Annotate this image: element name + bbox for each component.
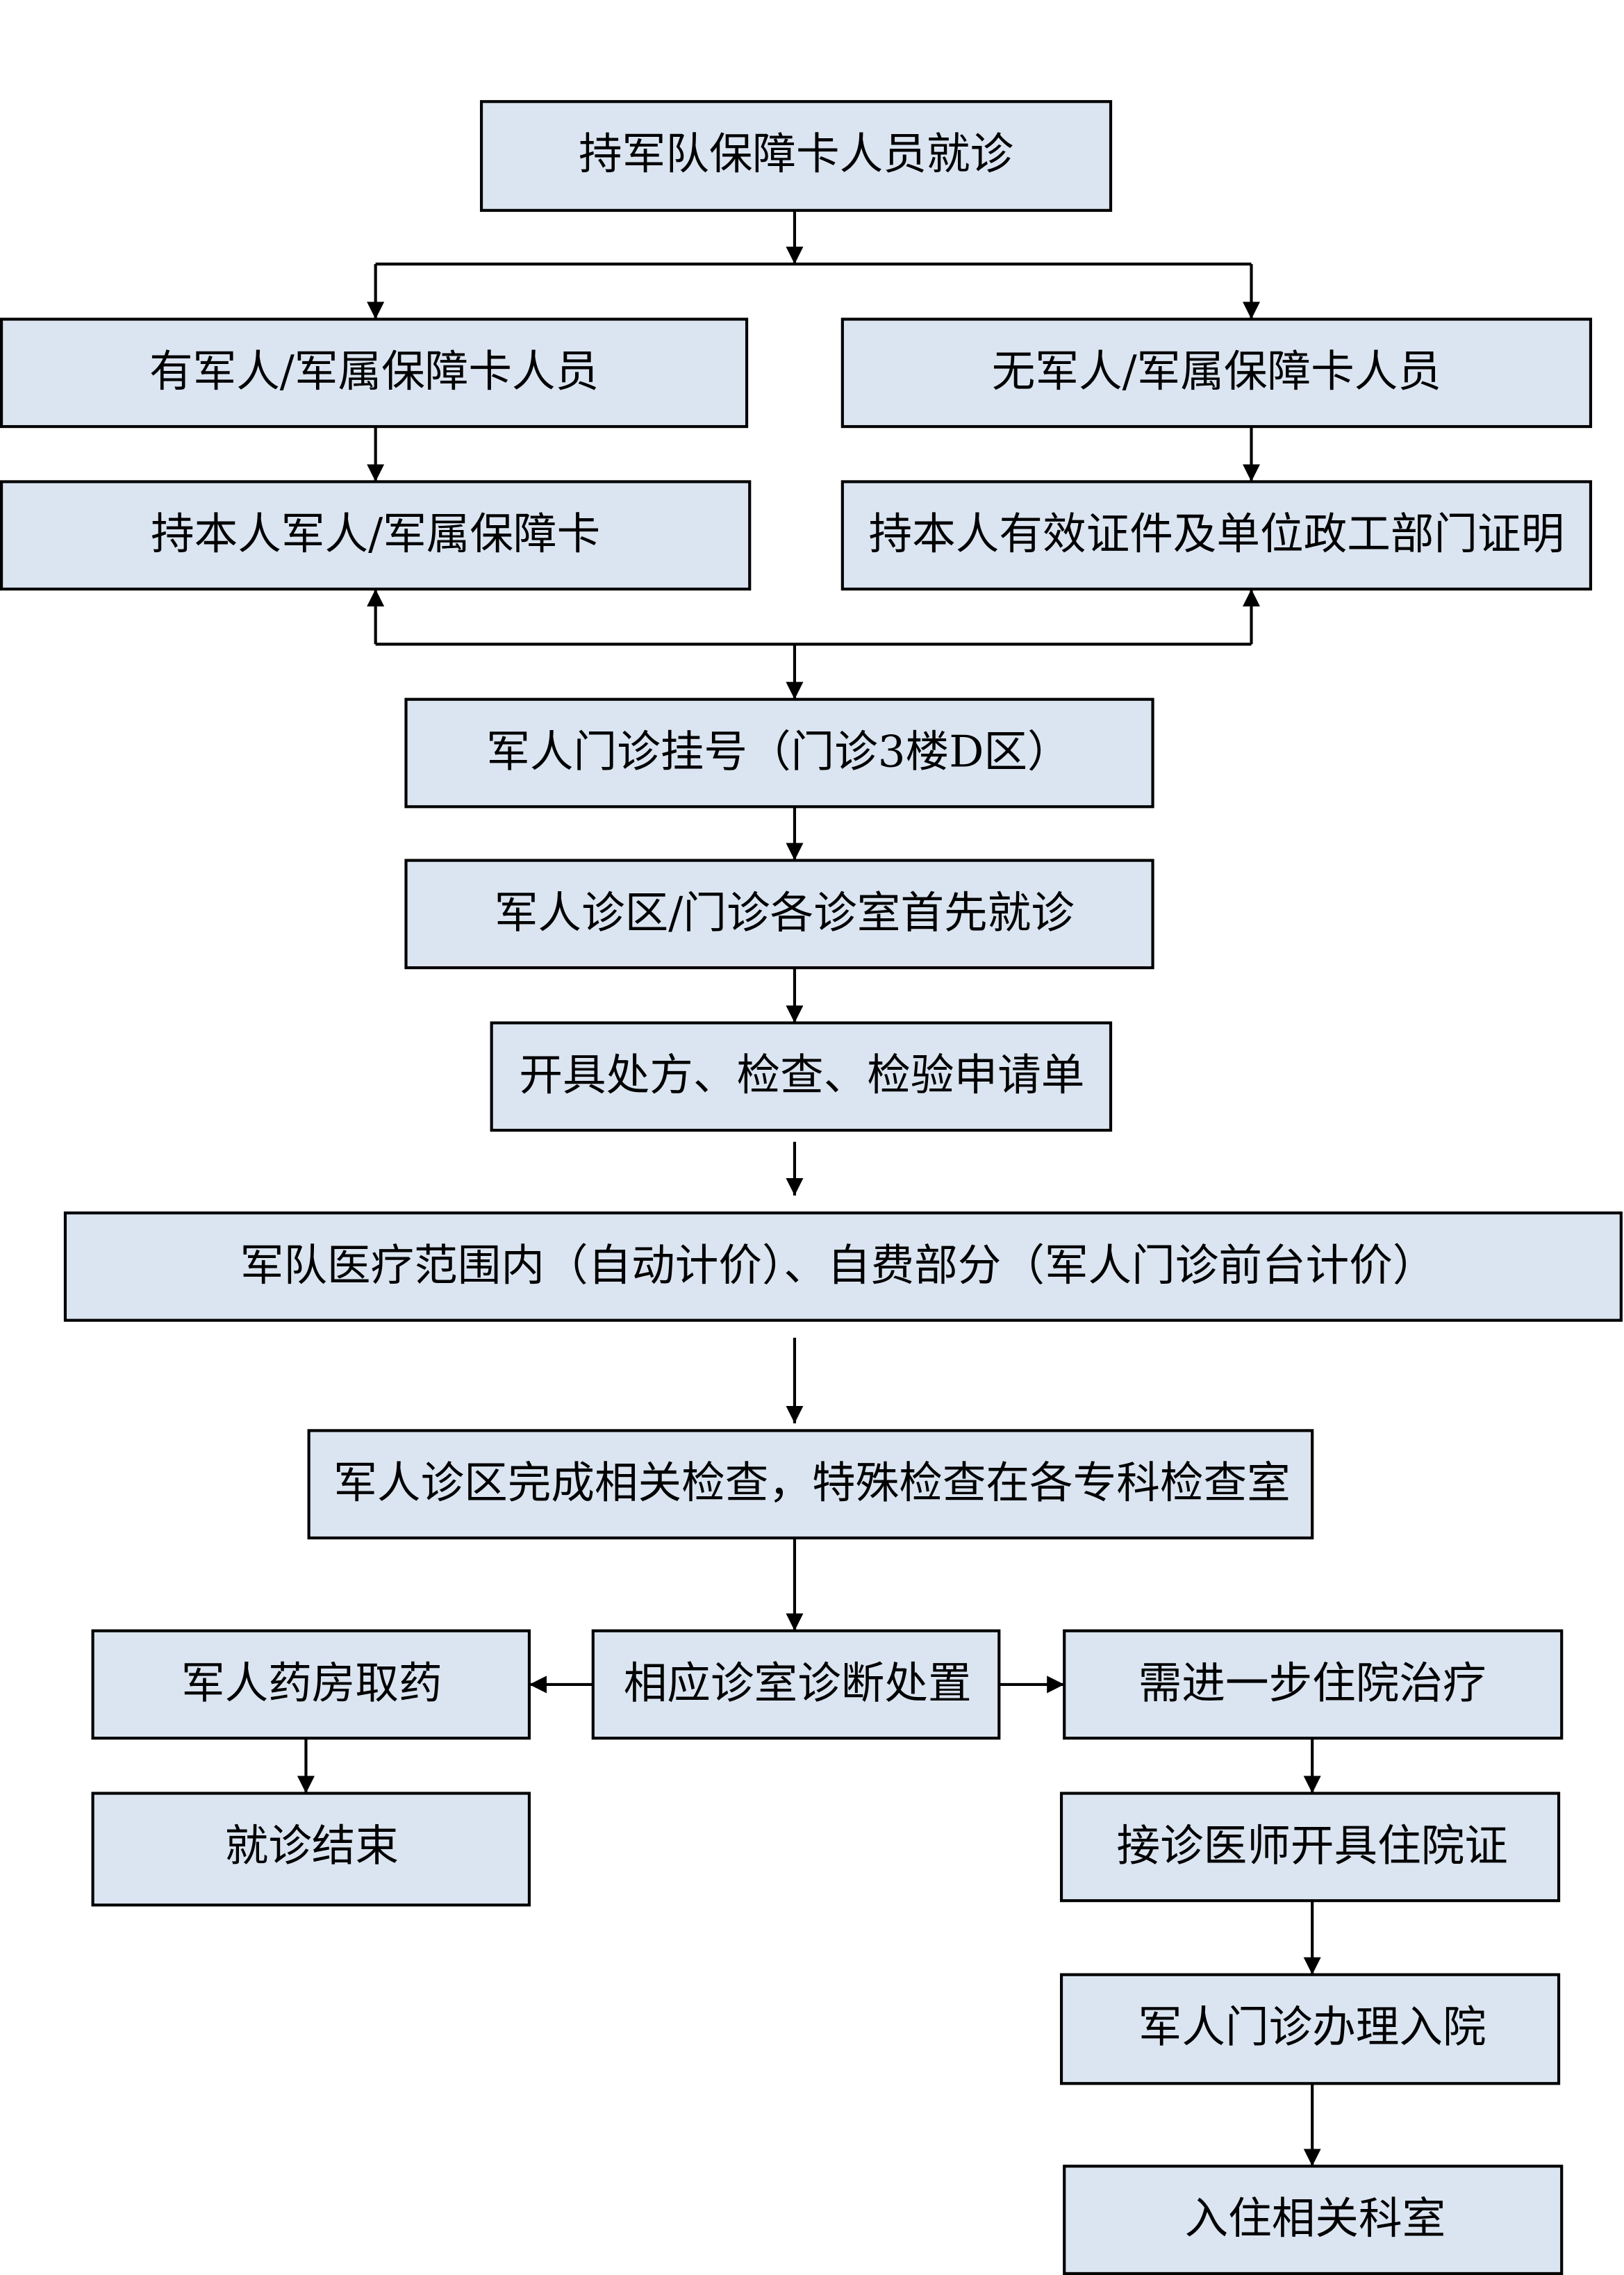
node-label: 持本人有效证件及单位政工部门证明 xyxy=(869,508,1565,559)
node-label: 相应诊室诊断处置 xyxy=(624,1657,972,1708)
node-hold-id: 持本人有效证件及单位政工部门证明 xyxy=(840,480,1593,591)
node-start: 持军队保障卡人员就诊 xyxy=(479,100,1113,212)
node-label: 开具处方、检查、检验申请单 xyxy=(519,1050,1084,1100)
node-label: 入住相关科室 xyxy=(1185,2193,1446,2244)
node-no-card: 无军人/军属保障卡人员 xyxy=(840,317,1593,429)
node-hospitalize: 需进一步住院治疗 xyxy=(1063,1629,1564,1740)
node-end: 就诊结束 xyxy=(91,1792,531,1907)
node-prescribe: 开具处方、检查、检验申请单 xyxy=(490,1021,1113,1132)
node-ward: 入住相关科室 xyxy=(1063,2165,1564,2275)
node-label: 军人诊区/门诊各诊室首先就诊 xyxy=(495,887,1075,938)
node-label: 接诊医师开具住院证 xyxy=(1116,1820,1507,1871)
node-label: 无军人/军属保障卡人员 xyxy=(992,346,1441,397)
node-label: 军队医疗范围内（自动计价）、自费部分（军人门诊前台计价） xyxy=(240,1240,1436,1291)
connectors xyxy=(297,210,1321,2167)
node-label: 持本人军人/军属保障卡 xyxy=(151,508,600,559)
node-pricing: 军队医疗范围内（自动计价）、自费部分（军人门诊前台计价） xyxy=(63,1211,1623,1322)
node-register: 军人门诊挂号（门诊3楼D区） xyxy=(404,697,1154,809)
node-label: 军人门诊挂号（门诊3楼D区） xyxy=(486,726,1070,777)
node-exams: 军人诊区完成相关检查，特殊检查在各专科检查室 xyxy=(307,1429,1314,1540)
node-hold-card: 持本人军人/军属保障卡 xyxy=(0,480,752,591)
node-label: 需进一步住院治疗 xyxy=(1138,1657,1486,1708)
node-first-visit: 军人诊区/门诊各诊室首先就诊 xyxy=(404,859,1154,970)
node-label: 军人门诊办理入院 xyxy=(1138,2001,1486,2052)
node-label: 军人药房取药 xyxy=(181,1657,442,1708)
node-pharmacy: 军人药房取药 xyxy=(91,1629,531,1740)
node-diagnosis: 相应诊室诊断处置 xyxy=(591,1629,1001,1740)
node-label: 有军人/军属保障卡人员 xyxy=(149,346,599,397)
node-admission-cert: 接诊医师开具住院证 xyxy=(1059,1792,1561,1903)
node-admission: 军人门诊办理入院 xyxy=(1059,1973,1561,2085)
node-label: 就诊结束 xyxy=(225,1820,399,1871)
node-has-card: 有军人/军属保障卡人员 xyxy=(0,317,749,429)
node-label: 军人诊区完成相关检查，特殊检查在各专科检查室 xyxy=(333,1457,1290,1508)
node-label: 持军队保障卡人员就诊 xyxy=(579,129,1013,179)
